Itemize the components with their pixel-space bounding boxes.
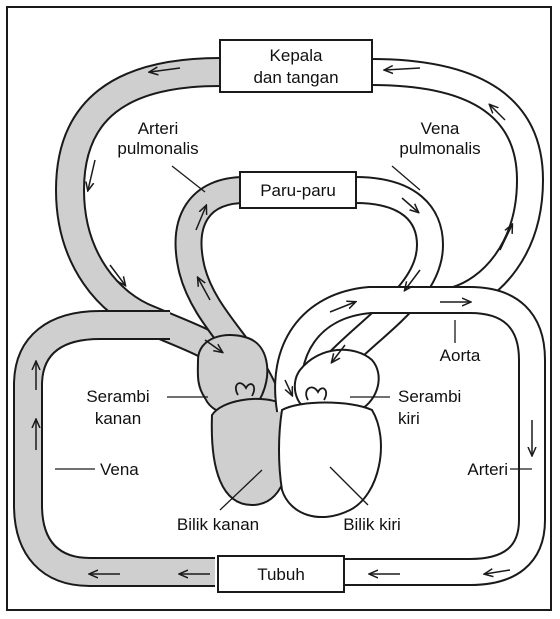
label-left-atrium-2: kiri: [398, 409, 420, 428]
lungs-box: Paru-paru: [240, 172, 356, 208]
head-box: Kepala dan tangan: [220, 40, 372, 92]
label-pulmonary-vein-1: Vena: [421, 119, 460, 138]
label-right-atrium-2: kanan: [95, 409, 141, 428]
label-pulmonary-artery-1: Arteri: [138, 119, 179, 138]
lungs-box-label: Paru-paru: [260, 181, 336, 200]
label-left-atrium-1: Serambi: [398, 387, 461, 406]
body-box: Tubuh: [218, 556, 344, 592]
left-ventricle: [279, 403, 381, 518]
label-left-ventricle: Bilik kiri: [343, 515, 401, 534]
label-right-atrium-1: Serambi: [86, 387, 149, 406]
body-box-label: Tubuh: [257, 565, 305, 584]
label-aorta: Aorta: [440, 346, 481, 365]
label-right-ventricle: Bilik kanan: [177, 515, 259, 534]
inferior-vena-cava: [28, 325, 215, 572]
head-box-line2: dan tangan: [253, 68, 338, 87]
label-artery: Arteri: [467, 460, 508, 479]
label-vein: Vena: [100, 460, 139, 479]
label-pulmonary-vein-2: pulmonalis: [399, 139, 480, 158]
head-box-line1: Kepala: [270, 46, 323, 65]
label-pulmonary-artery-2: pulmonalis: [117, 139, 198, 158]
